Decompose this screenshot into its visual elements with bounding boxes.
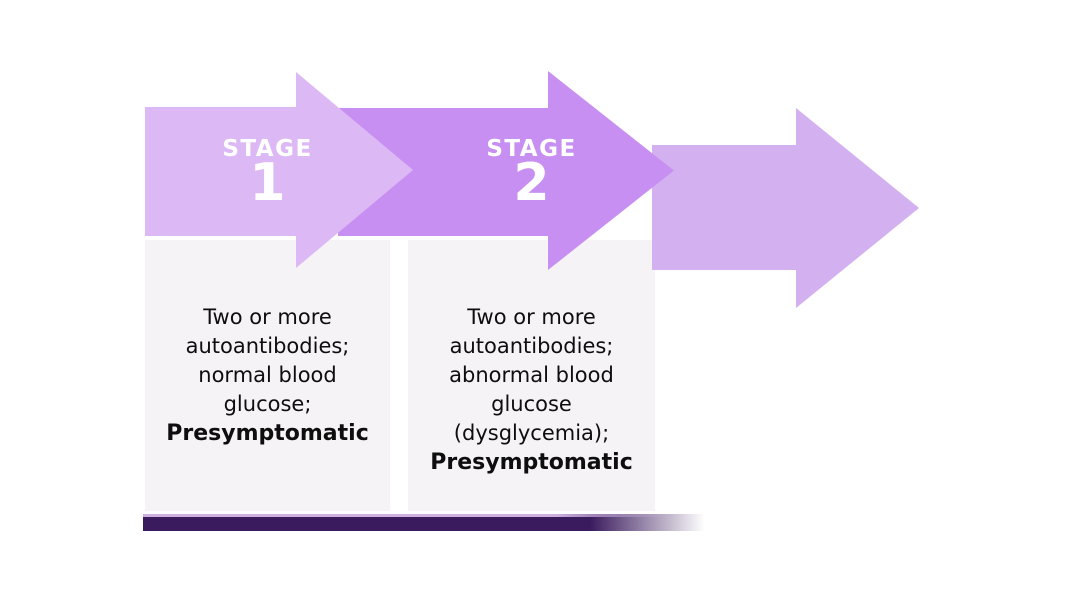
stage-1-description-bold-line: Presymptomatic [166, 421, 369, 446]
stage-2-description-line: abnormal blood [449, 363, 614, 387]
stage-1-description-line: autoantibodies; [185, 334, 350, 358]
stage-1-description-line: normal blood [198, 363, 337, 387]
stage-1-description-text: Two or more autoantibodies; normal blood… [145, 240, 390, 448]
stage-1-label-word: STAGE [222, 136, 313, 162]
stage-2-label-word: STAGE [486, 136, 577, 162]
stage-1-description-line: glucose; [223, 392, 312, 416]
stage-1-description-box: Two or more autoantibodies; normal blood… [145, 240, 390, 511]
stage-2-label-number: 2 [513, 153, 550, 213]
timeline-bar-highlight [143, 514, 716, 517]
stage-2-description-bold-line: Presymptomatic [430, 450, 633, 475]
stage-1-arrow-body [145, 107, 296, 236]
stage-1-description-line: Two or more [203, 305, 332, 329]
stage-2-description-box: Two or more autoantibodies; abnormal blo… [408, 240, 655, 511]
stage-3-arrow-body [652, 145, 796, 270]
stage-1-label-number: 1 [249, 153, 286, 213]
stage-2-description-line: (dysglycemia); [453, 421, 610, 445]
stage-2-label: STAGE 2 [408, 136, 655, 213]
stage-2-description-line: autoantibodies; [449, 334, 614, 358]
stage-2-description-line: glucose [491, 392, 572, 416]
stage-1-label: STAGE 1 [145, 136, 390, 213]
stage-3-arrow-head-icon [796, 108, 919, 308]
stage-2-description-text: Two or more autoantibodies; abnormal blo… [408, 240, 655, 477]
timeline-bar [143, 514, 716, 531]
stage-2-description-line: Two or more [467, 305, 596, 329]
